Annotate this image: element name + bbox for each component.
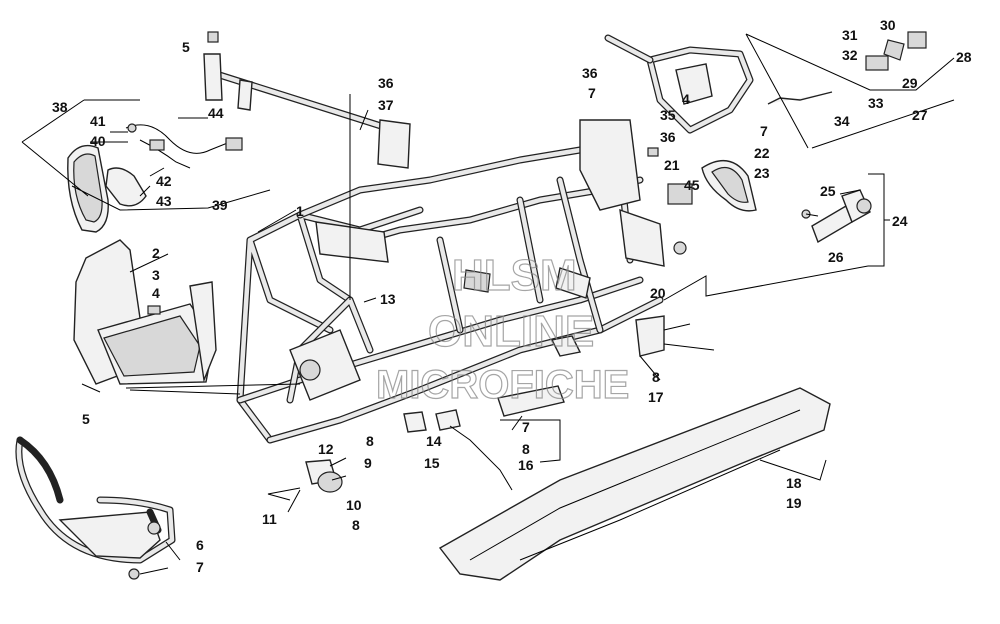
callout-8-d: 8 <box>352 517 360 533</box>
callout-25: 25 <box>820 183 836 199</box>
callout-45: 45 <box>684 177 700 193</box>
main-frame <box>236 119 665 444</box>
headlight-assembly <box>67 123 243 233</box>
callout-21: 21 <box>664 157 680 173</box>
callout-13: 13 <box>380 291 396 307</box>
watermark-line3: MICROFICHE <box>376 363 629 407</box>
callout-36-rack: 36 <box>582 65 598 81</box>
callout-44: 44 <box>208 105 224 121</box>
callout-40: 40 <box>90 133 106 149</box>
callout-23: 23 <box>754 165 770 181</box>
callout-8-b: 8 <box>522 441 530 457</box>
callout-10: 10 <box>346 497 362 513</box>
footrest-guard <box>701 159 757 212</box>
callout-31: 31 <box>842 27 858 43</box>
callout-30: 30 <box>880 17 896 33</box>
callout-7-right: 7 <box>760 123 768 139</box>
rear-rack-bracket <box>604 34 754 134</box>
callout-8-c: 8 <box>652 369 660 385</box>
callout-5-left: 5 <box>82 411 90 427</box>
front-panel <box>73 239 217 385</box>
callout-41: 41 <box>90 113 106 129</box>
callout-15: 15 <box>424 455 440 471</box>
callout-29: 29 <box>902 75 918 91</box>
callout-17: 17 <box>648 389 664 405</box>
callout-27: 27 <box>912 107 928 123</box>
upper-bracket <box>203 53 411 169</box>
callout-7-rack: 7 <box>588 85 596 101</box>
callout-3: 3 <box>152 267 160 283</box>
callout-14: 14 <box>426 433 442 449</box>
callout-20: 20 <box>650 285 666 301</box>
callout-19: 19 <box>786 495 802 511</box>
callout-11: 11 <box>262 511 277 527</box>
callout-18: 18 <box>786 475 802 491</box>
callout-24: 24 <box>892 213 908 229</box>
headlight-leader-lines <box>21 99 271 211</box>
callout-2: 2 <box>152 245 160 261</box>
callout-34: 34 <box>834 113 850 129</box>
callout-7-bumper: 7 <box>196 559 204 575</box>
callout-37: 37 <box>378 97 394 113</box>
callout-38: 38 <box>52 99 68 115</box>
hitch-receiver <box>801 189 872 244</box>
callout-35: 35 <box>660 107 676 123</box>
callout-28: 28 <box>956 49 972 65</box>
skid-plate <box>438 387 831 581</box>
callout-33: 33 <box>868 95 884 111</box>
callout-26: 26 <box>828 249 844 265</box>
callout-43: 43 <box>156 193 172 209</box>
callout-36-left: 36 <box>378 75 394 91</box>
callout-42: 42 <box>156 173 172 189</box>
watermark-line1: HLSM <box>452 251 577 300</box>
leader-lines <box>81 33 955 575</box>
callout-9: 9 <box>364 455 372 471</box>
callout-36-right: 36 <box>660 129 676 145</box>
callout-39: 39 <box>212 197 228 213</box>
callout-4-rear: 4 <box>682 91 690 107</box>
callout-8-a: 8 <box>366 433 374 449</box>
callout-16: 16 <box>518 457 534 473</box>
callout-22: 22 <box>754 145 770 161</box>
callout-labels: 1 2 3 4 4 5 5 6 7 7 7 7 8 8 8 8 9 10 11 … <box>52 17 972 575</box>
watermark: HLSM ONLINE MICROFICHE <box>375 250 630 407</box>
callout-1: 1 <box>296 203 304 219</box>
callout-7-lower: 7 <box>522 419 530 435</box>
front-bumper <box>15 436 176 580</box>
callout-4-front: 4 <box>152 285 160 301</box>
watermark-line2: ONLINE <box>428 307 594 356</box>
callout-12: 12 <box>318 441 334 457</box>
callout-5-top: 5 <box>182 39 190 55</box>
small-hardware <box>207 31 927 493</box>
callout-32: 32 <box>842 47 858 63</box>
callout-6: 6 <box>196 537 204 553</box>
